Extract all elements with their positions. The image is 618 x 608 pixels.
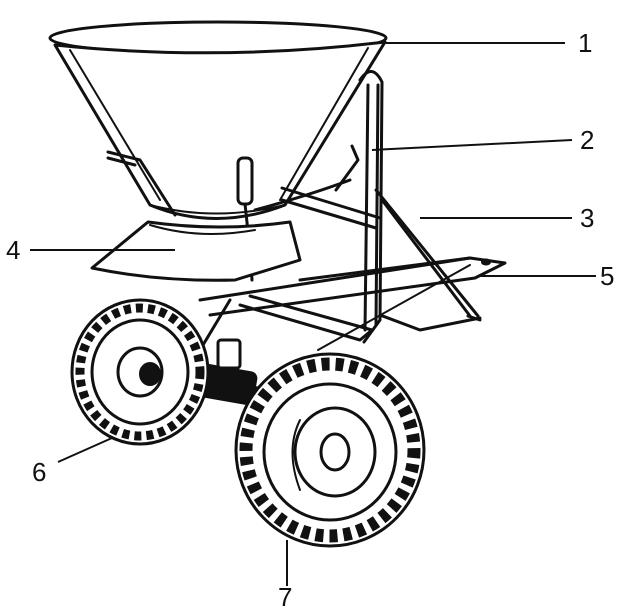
label-6: 6 bbox=[32, 457, 46, 487]
leader-6 bbox=[57, 437, 113, 463]
label-7: 7 bbox=[278, 582, 292, 608]
leader-lines bbox=[30, 42, 596, 586]
label-2: 2 bbox=[580, 125, 594, 155]
label-5: 5 bbox=[600, 261, 614, 291]
deflector-plate bbox=[90, 220, 302, 282]
right-wheel bbox=[234, 352, 426, 548]
push-handle bbox=[358, 70, 482, 344]
callout-labels: 1 2 3 4 5 6 7 bbox=[6, 28, 614, 608]
hopper bbox=[48, 20, 388, 220]
label-1: 1 bbox=[578, 28, 592, 58]
label-3: 3 bbox=[580, 203, 594, 233]
hopper-levers bbox=[106, 144, 360, 282]
leader-2 bbox=[371, 139, 573, 151]
label-4: 4 bbox=[6, 235, 20, 265]
left-wheel bbox=[70, 298, 210, 446]
frame-bars bbox=[198, 178, 507, 352]
